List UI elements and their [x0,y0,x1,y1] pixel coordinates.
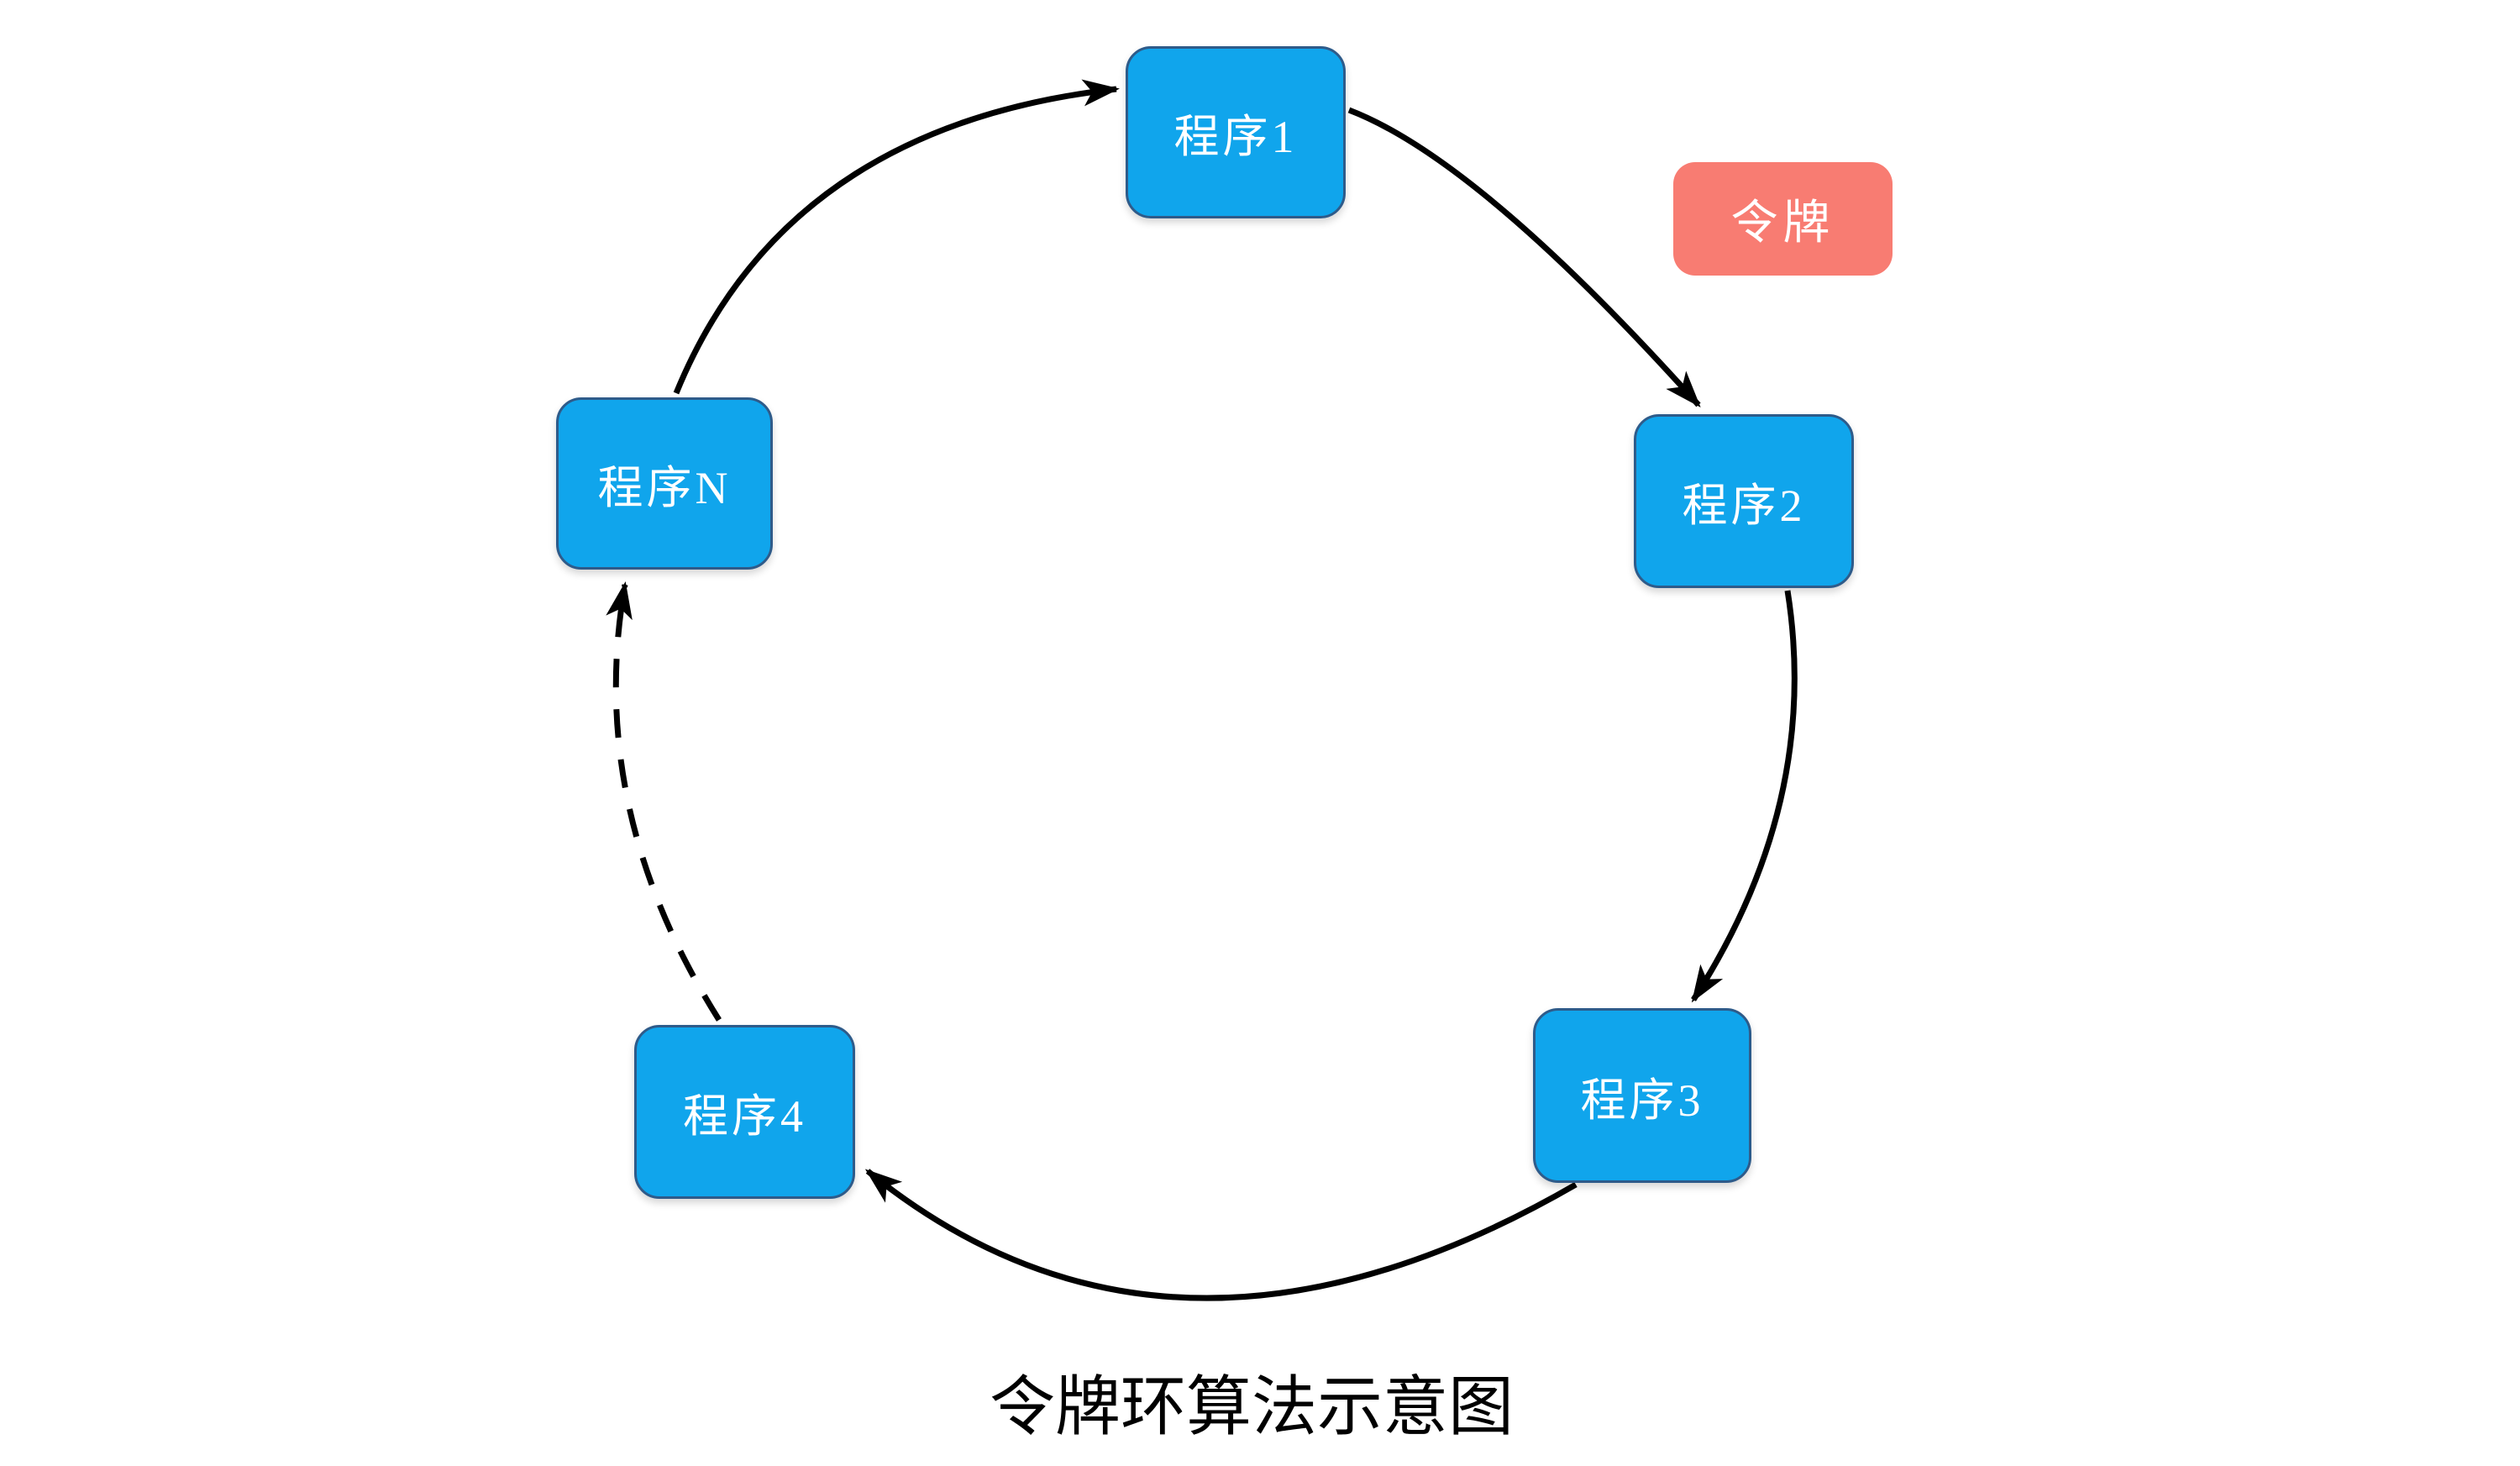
arrow-program4-to-programN [606,581,722,1022]
node-program-4: 程序4 [634,1025,855,1199]
node-program-1: 程序1 [1126,46,1346,218]
arrow-program2-to-program3 [1691,590,1798,1003]
node-program-2-label: 程序2 [1682,481,1806,531]
node-program-3-label: 程序3 [1580,1075,1704,1126]
node-program-N-label: 程序N [597,463,732,513]
diagram-caption: 令牌环算法示意图 [989,1370,1514,1443]
token-label: 令牌 [1730,197,1835,250]
arrow-program1-to-program2 [1347,107,1701,407]
token-badge: 令牌 [1673,162,1893,276]
arrow-program3-to-program4 [864,1169,1578,1301]
node-program-1-label: 程序1 [1173,112,1298,162]
node-program-3: 程序3 [1533,1008,1751,1183]
arrow-programN-to-program1 [673,79,1120,395]
node-program-2: 程序2 [1634,414,1854,588]
node-program-4-label: 程序4 [683,1091,806,1142]
node-program-N: 程序N [556,397,773,570]
